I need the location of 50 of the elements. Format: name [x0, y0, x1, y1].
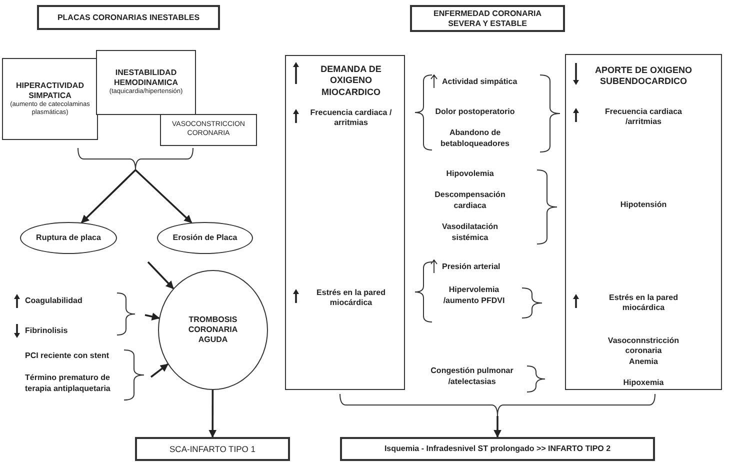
title-box: [410, 5, 565, 32]
bracket: [340, 394, 656, 416]
node-text: Hipotensión: [619, 200, 668, 210]
process-box: [565, 54, 722, 390]
label-text: Actividad simpática: [442, 77, 518, 88]
node-title: DEMANDA DE OXIGENO MIOCARDICO: [320, 64, 382, 98]
arrow: [150, 363, 168, 378]
node-text: Frecuencia cardiaca / arritmias: [309, 108, 393, 128]
label-text: Coagulabilidad: [25, 296, 84, 307]
arrow: [208, 390, 217, 438]
node-title: INESTABILIDAD HEMODINAMICA: [113, 68, 179, 88]
label-text: Hipovolemia: [445, 169, 495, 180]
node-title: TROMBOSIS CORONARIA AGUDA: [187, 315, 239, 345]
arrow: [144, 312, 160, 320]
bracket: [78, 148, 194, 170]
label-text: PCI reciente con stent: [25, 351, 110, 362]
label-text: Presión arterial: [442, 262, 502, 273]
process-box: [160, 114, 257, 146]
result-box: [340, 437, 655, 461]
title-box: [37, 5, 220, 30]
node-text: Hipoxemia: [622, 378, 665, 388]
label-text: Hipervolemia /aumento PFDVI: [442, 285, 506, 307]
node-title: HIPERACTIVIDAD SIMPATICA: [14, 80, 85, 101]
arrow: [134, 169, 192, 224]
node-text: Anemia: [628, 357, 659, 367]
node-text: Estrés en la pared miocárdica: [316, 288, 386, 308]
label-text: Abandono de betabloqueadores: [440, 128, 510, 150]
label-text: Congestión pulmonar /atelectasias: [430, 366, 514, 388]
process-box: [285, 55, 405, 390]
node-title: SCA-INFARTO TIPO 1: [170, 444, 256, 454]
arrow: [80, 169, 136, 224]
label-text: Dolor postoperatorio: [434, 107, 516, 118]
node-title: Isquemia - Infradesnivel ST prolongado >> INFARTO TIPO 2: [384, 444, 611, 454]
node-text: Frecuencia cardiaca /arritmias: [604, 107, 683, 127]
arrow: [494, 416, 502, 438]
label-text: Término prematuro de terapia antiplaquetaria: [25, 373, 112, 395]
label-text: Descompensación cardiaca: [434, 190, 506, 212]
label-text: Vasodilatación sistémica: [440, 222, 500, 244]
process-box: [96, 50, 196, 115]
node-title: Erosión de Placa: [172, 233, 238, 243]
result-box: [135, 437, 290, 461]
process-box: [2, 58, 98, 140]
node-text: Vasoconnstricción coronaria: [606, 336, 680, 356]
arrow: [147, 261, 174, 290]
node-title: ENFERMEDAD CORONARIA SEVERA Y ESTABLE: [432, 8, 542, 28]
label-text: Fibrinolisis: [25, 326, 69, 337]
node-title: APORTE DE OXIGENO SUBENDOCARDICO: [594, 65, 693, 88]
node-title: PLACAS CORONARIAS INESTABLES: [57, 12, 200, 22]
node-text: Estrés en la pared miocárdica: [608, 293, 679, 313]
node-title: Ruptura de placa: [36, 233, 101, 243]
